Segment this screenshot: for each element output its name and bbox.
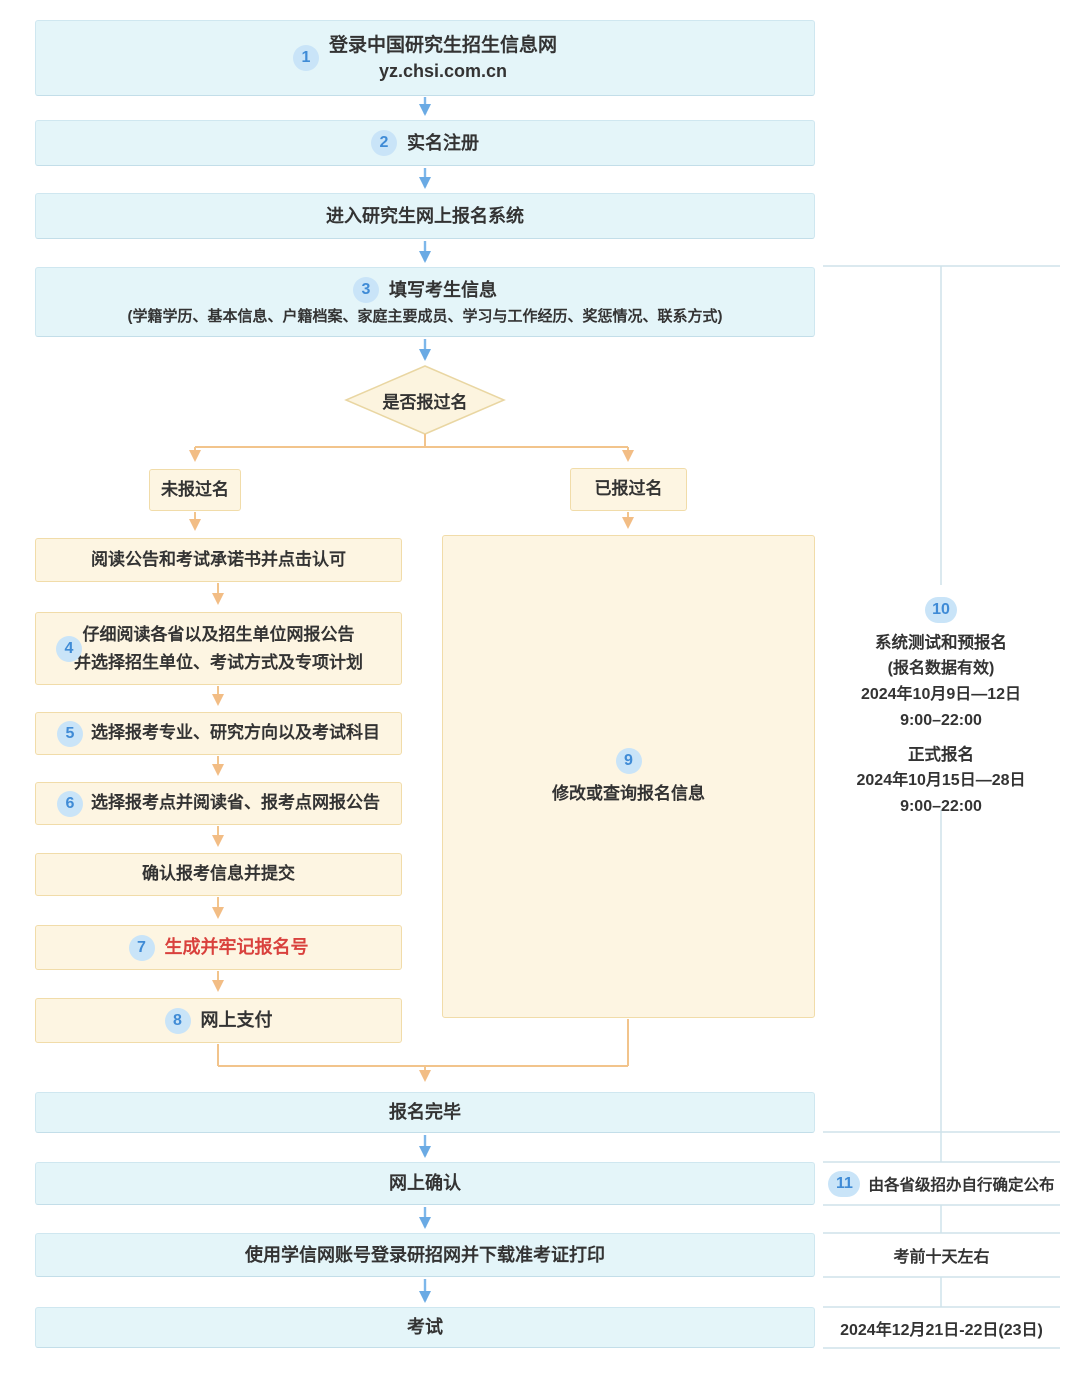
- step11-badge: 11: [828, 1170, 861, 1197]
- step2-box: 2 实名注册: [35, 120, 815, 166]
- step5-box: 5 选择报考专业、研究方向以及考试科目: [35, 712, 402, 755]
- step10-date1: 2024年10月9日—12日: [860, 686, 1022, 703]
- online-confirm-box: 网上确认: [35, 1162, 815, 1205]
- step8-label: 网上支付: [200, 1010, 273, 1031]
- step7-badge: 7: [128, 934, 155, 961]
- step4-line1: 仔细阅读各省以及招生单位网报公告: [82, 624, 355, 644]
- orange-connectors: [189, 434, 634, 1082]
- enter-system-box: 进入研究生网上报名系统: [35, 193, 815, 239]
- step7-label: 生成并牢记报名号: [164, 937, 309, 958]
- step8-box: 8 网上支付: [35, 998, 402, 1043]
- step7-box: 7 生成并牢记报名号: [35, 925, 402, 970]
- sidebar-step10: 10 系统测试和预报名 (报名数据有效) 2024年10月9日—12日 9:00…: [831, 597, 1051, 820]
- step9-box: 9 修改或查询报名信息: [442, 535, 815, 1018]
- step10-date2: 2024年10月15日—28日: [856, 772, 1026, 789]
- step6-box: 6 选择报考点并阅读省、报考点网报公告: [35, 782, 402, 825]
- step5-badge: 5: [57, 720, 83, 747]
- exam-box: 考试: [35, 1307, 815, 1348]
- step10-time2: 9:00–22:00: [900, 798, 982, 815]
- step8-badge: 8: [164, 1007, 191, 1034]
- step2-label: 实名注册: [407, 132, 479, 153]
- step3-title: 填写考生信息: [389, 279, 497, 300]
- step5-label: 选择报考专业、研究方向以及考试科目: [91, 723, 380, 743]
- step1-title: 登录中国研究生招生信息网: [328, 35, 557, 57]
- step4-badge: 4: [56, 635, 82, 662]
- step10-title2: 正式报名: [908, 746, 974, 764]
- step11-label: 由各省级招办自行确定公布: [868, 1176, 1055, 1194]
- decision-label: 是否报过名: [382, 392, 468, 412]
- step1-box: 1 登录中国研究生招生信息网 yz.chsi.com.cn: [35, 20, 815, 96]
- confirm-submit-box: 确认报考信息并提交: [35, 853, 402, 896]
- step4-line2: 并选择招生单位、考试方式及专项计划: [74, 652, 363, 672]
- read-notice-box: 阅读公告和考试承诺书并点击认可: [35, 538, 402, 582]
- step10-badge: 10: [925, 597, 957, 623]
- sidebar-exam-time: 2024年12月21日-22日(23日): [840, 1321, 1043, 1339]
- download-ticket-box: 使用学信网账号登录研招网并下载准考证打印: [35, 1233, 815, 1277]
- step6-badge: 6: [57, 790, 83, 817]
- step4-box: 4 仔细阅读各省以及招生单位网报公告 并选择招生单位、考试方式及专项计划: [35, 612, 402, 685]
- step9-label: 修改或查询报名信息: [552, 783, 705, 803]
- sidebar-step11: 11 由各省级招办自行确定公布: [823, 1162, 1060, 1205]
- step9-badge: 9: [615, 747, 642, 774]
- step1-badge: 1: [292, 45, 319, 71]
- step10-title1: 系统测试和预报名: [875, 634, 1007, 652]
- step3-subtitle: (学籍学历、基本信息、户籍档案、家庭主要成员、学习与工作经历、奖惩情况、联系方式…: [127, 307, 723, 325]
- branch-yes-box: 已报过名: [570, 468, 687, 511]
- enter-system-label: 进入研究生网上报名系统: [326, 205, 524, 226]
- step3-box: 3 填写考生信息 (学籍学历、基本信息、户籍档案、家庭主要成员、学习与工作经历、…: [35, 267, 815, 337]
- step1-url: yz.chsi.com.cn: [378, 60, 508, 81]
- step10-note: (报名数据有效): [887, 660, 995, 677]
- sidebar-dividers: [823, 265, 1060, 1349]
- sidebar-confirm-time: 考前十天左右: [893, 1249, 990, 1266]
- step6-label: 选择报考点并阅读省、报考点网报公告: [91, 793, 380, 813]
- branch-no-box: 未报过名: [149, 469, 241, 511]
- step3-badge: 3: [353, 276, 379, 303]
- step10-time1: 9:00–22:00: [900, 712, 982, 729]
- step2-badge: 2: [371, 130, 397, 156]
- finish-box: 报名完毕: [35, 1092, 815, 1133]
